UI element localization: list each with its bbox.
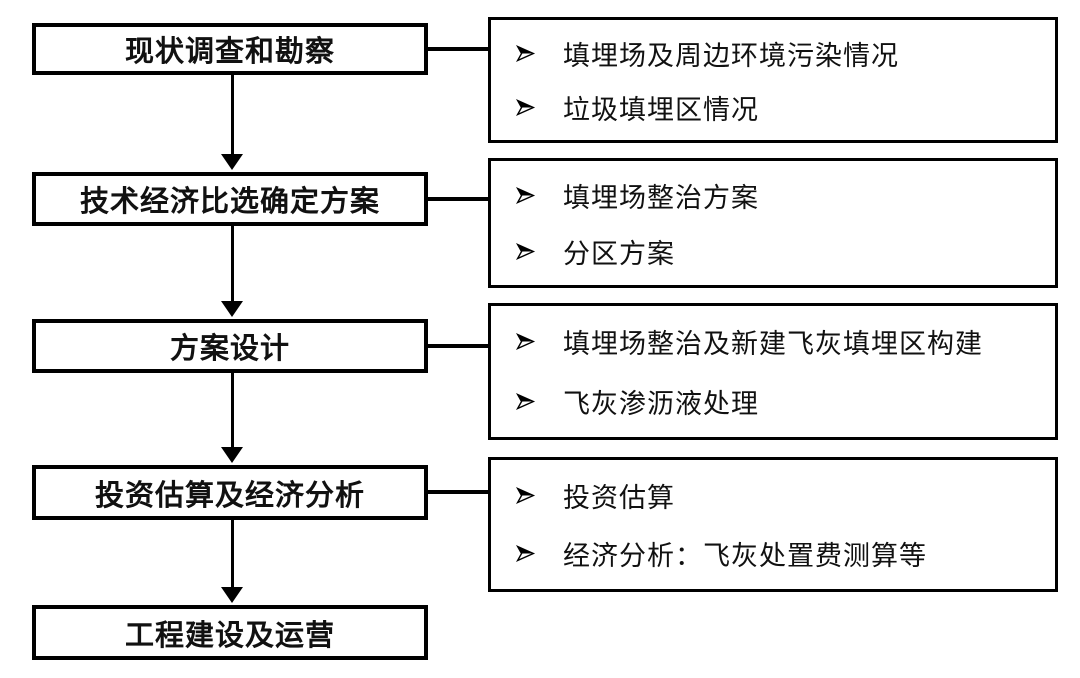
list-item-text: 垃圾填埋区情况: [563, 94, 759, 125]
stage-label: 现状调查和勘察: [124, 36, 335, 68]
arrow-bullet-icon: [515, 43, 563, 64]
list-item-text: 分区方案: [563, 238, 675, 269]
flow-arrow-line: [231, 520, 234, 588]
list-item: 填埋场及周边环境污染情况: [515, 26, 1047, 80]
arrow-bullet-icon: [515, 241, 563, 262]
arrow-bullet-icon: [515, 97, 563, 118]
arrow-bullet-icon: [515, 543, 563, 564]
detail-box-survey: 填埋场及周边环境污染情况 垃圾填埋区情况: [488, 17, 1058, 143]
stage-box-scheme-comparison: 技术经济比选确定方案: [32, 172, 428, 226]
stage-box-survey: 现状调查和勘察: [32, 23, 428, 75]
list-item-text: 填埋场整治及新建飞灰填埋区构建: [563, 329, 983, 360]
connector-line: [428, 197, 488, 201]
list-item-text: 投资估算: [563, 482, 675, 513]
detail-box-investment-analysis: 投资估算 经济分析：飞灰处置费测算等: [488, 457, 1058, 592]
down-arrow-icon: [221, 154, 243, 170]
stage-box-investment-analysis: 投资估算及经济分析: [32, 465, 428, 520]
stage-label: 技术经济比选确定方案: [79, 186, 380, 218]
list-item: 分区方案: [515, 223, 1047, 279]
flow-arrow-line: [231, 226, 234, 302]
flow-arrow-line: [231, 373, 234, 448]
detail-box-scheme-design: 填埋场整治及新建飞灰填埋区构建 飞灰渗沥液处理: [488, 303, 1058, 440]
arrow-bullet-icon: [515, 391, 563, 412]
down-arrow-icon: [221, 447, 243, 463]
down-arrow-icon: [221, 301, 243, 317]
list-item: 填埋场整治方案: [515, 167, 1047, 223]
list-item: 飞灰渗沥液处理: [515, 372, 1047, 432]
detail-box-scheme-comparison: 填埋场整治方案 分区方案: [488, 158, 1058, 288]
list-item: 垃圾填埋区情况: [515, 80, 1047, 134]
connector-line: [428, 47, 488, 51]
connector-line: [428, 344, 488, 348]
list-item-text: 填埋场及周边环境污染情况: [563, 40, 899, 71]
list-item: 经济分析：飞灰处置费测算等: [515, 525, 1047, 584]
stage-label: 方案设计: [169, 333, 290, 365]
down-arrow-icon: [221, 587, 243, 603]
stage-label: 工程建设及运营: [124, 619, 335, 652]
connector-line: [428, 490, 488, 494]
list-item-text: 填埋场整治方案: [563, 182, 759, 213]
arrow-bullet-icon: [515, 331, 563, 352]
list-item: 投资估算: [515, 466, 1047, 525]
arrow-bullet-icon: [515, 185, 563, 206]
stage-box-scheme-design: 方案设计: [32, 319, 428, 373]
list-item-text: 飞灰渗沥液处理: [563, 388, 759, 419]
stage-label: 投资估算及经济分析: [94, 479, 365, 512]
stage-box-construction-operation: 工程建设及运营: [32, 605, 428, 660]
list-item: 填埋场整治及新建飞灰填埋区构建: [515, 312, 1047, 372]
flow-arrow-line: [231, 75, 234, 155]
arrow-bullet-icon: [515, 485, 563, 506]
list-item-text: 经济分析：飞灰处置费测算等: [563, 541, 927, 572]
